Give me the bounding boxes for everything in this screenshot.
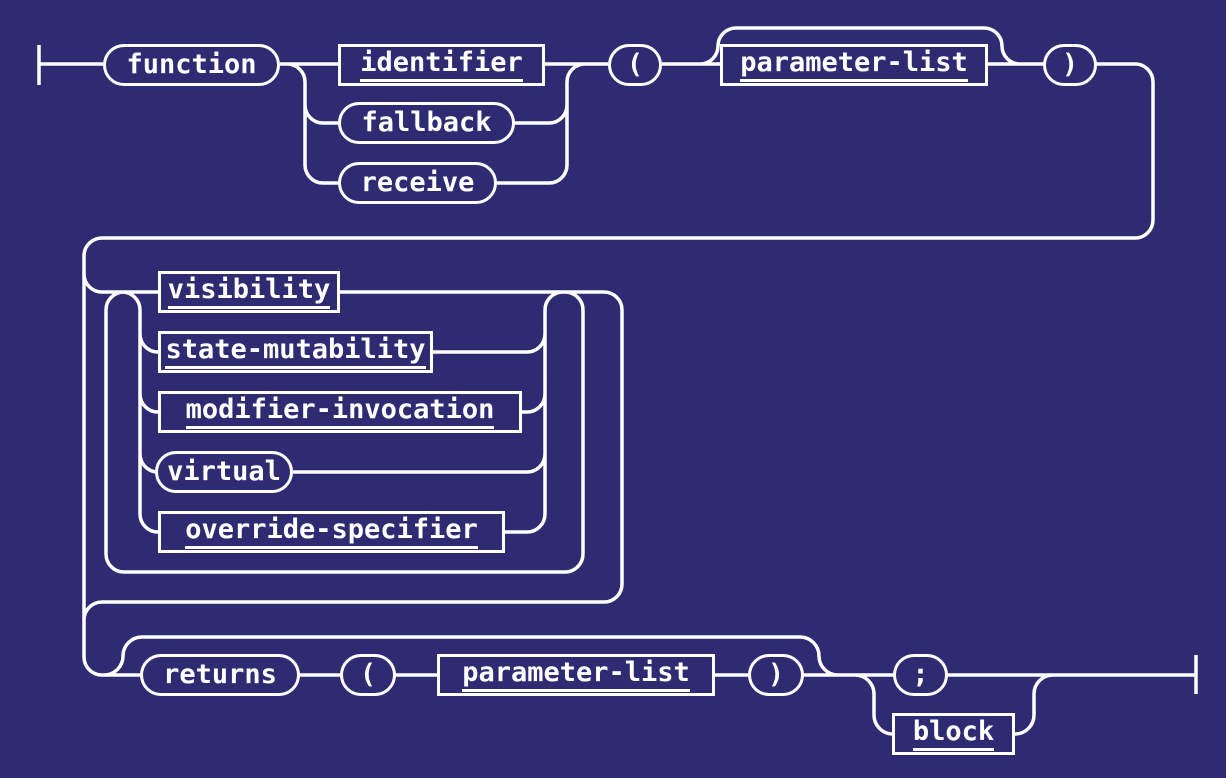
- terminal-semicolon: ;: [893, 654, 948, 696]
- nonterminal-visibility-label: visibility: [167, 275, 331, 309]
- terminal-close-paren-2-label: ): [767, 659, 785, 691]
- nonterminal-identifier-label: identifier: [360, 48, 523, 82]
- terminal-virtual: virtual: [155, 451, 293, 493]
- terminal-returns: returns: [140, 654, 300, 696]
- nonterminal-modifier-invocation: modifier-invocation: [158, 391, 522, 433]
- nonterminal-state-mutability: state-mutability: [158, 331, 433, 373]
- nonterminal-override-specifier: override-specifier: [158, 511, 505, 553]
- terminal-function-label: function: [126, 49, 257, 81]
- terminal-open-paren-1-label: (: [626, 49, 644, 81]
- terminal-fallback-label: fallback: [361, 107, 492, 139]
- rail-modifier-loop: [82, 256, 624, 657]
- nonterminal-parameter-list-1-label: parameter-list: [740, 48, 968, 82]
- terminal-virtual-label: virtual: [167, 456, 281, 488]
- terminal-close-paren-1-label: ): [1061, 49, 1079, 81]
- nonterminal-block: block: [892, 713, 1015, 755]
- terminal-close-paren-2: ): [748, 654, 804, 696]
- terminal-semicolon-label: ;: [912, 659, 929, 691]
- terminal-receive: receive: [338, 162, 497, 204]
- terminal-open-paren-2: (: [340, 654, 396, 696]
- nonterminal-override-specifier-label: override-specifier: [185, 515, 478, 549]
- nonterminal-modifier-invocation-label: modifier-invocation: [185, 395, 495, 429]
- terminal-close-paren-1: ): [1043, 44, 1097, 86]
- nonterminal-parameter-list-1: parameter-list: [720, 44, 988, 86]
- terminal-fallback: fallback: [338, 102, 515, 144]
- terminal-receive-label: receive: [360, 167, 475, 199]
- nonterminal-parameter-list-2-label: parameter-list: [462, 658, 690, 692]
- nonterminal-identifier: identifier: [338, 44, 545, 86]
- terminal-open-paren-1: (: [608, 44, 662, 86]
- terminal-function: function: [103, 44, 280, 86]
- terminal-returns-label: returns: [163, 659, 277, 691]
- nonterminal-parameter-list-2: parameter-list: [437, 654, 715, 696]
- nonterminal-state-mutability-label: state-mutability: [165, 335, 426, 369]
- nonterminal-block-label: block: [912, 717, 995, 751]
- nonterminal-visibility: visibility: [158, 271, 340, 313]
- terminal-open-paren-2-label: (: [359, 659, 377, 691]
